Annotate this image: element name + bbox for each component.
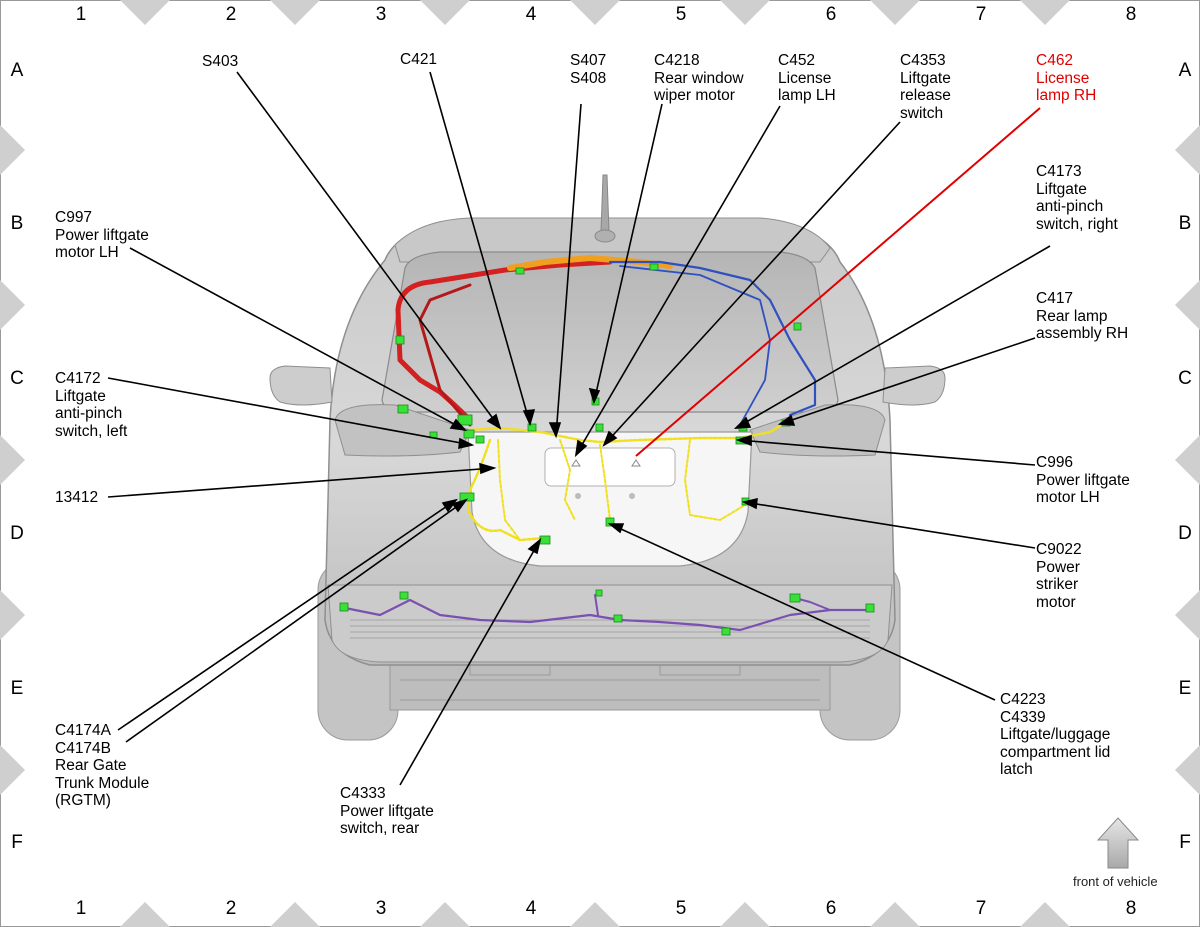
grid-col-bottom-7: 7 bbox=[975, 898, 987, 919]
grid-row-right-c: C bbox=[1178, 368, 1192, 389]
arrowhead-c4353 bbox=[602, 430, 618, 447]
grid-col-top-7: 7 bbox=[975, 4, 987, 25]
callout-c4172: C4172 Liftgate anti-pinch switch, left bbox=[55, 370, 128, 440]
callout-c9022: C9022 Power striker motor bbox=[1036, 541, 1082, 611]
leader-c421 bbox=[429, 71, 531, 425]
grid-col-top-3: 3 bbox=[375, 4, 387, 25]
grid-row-right-e: E bbox=[1178, 678, 1192, 699]
grid-col-bottom-3: 3 bbox=[375, 898, 387, 919]
leader-c462 bbox=[635, 107, 1041, 457]
grid-row-right-b: B bbox=[1178, 213, 1192, 234]
grid-col-top-8: 8 bbox=[1125, 4, 1137, 25]
arrowhead-c4174b bbox=[451, 498, 469, 513]
arrowhead-c421 bbox=[522, 409, 536, 427]
arrowhead-c4223 bbox=[607, 523, 625, 534]
leader-c4218 bbox=[593, 103, 663, 403]
callout-c996: C996 Power liftgate motor LH bbox=[1036, 454, 1130, 506]
grid-row-left-f: F bbox=[11, 832, 23, 853]
arrowhead-c996 bbox=[735, 434, 752, 447]
leader-c4174a bbox=[117, 499, 457, 731]
grid-row-left-d: D bbox=[10, 523, 24, 544]
callout-13412: 13412 bbox=[55, 489, 99, 506]
callout-c4173: C4173 Liftgate anti-pinch switch, right bbox=[1036, 163, 1118, 233]
leader-c452 bbox=[575, 105, 781, 456]
leader-c9022 bbox=[743, 501, 1036, 549]
arrowhead-13412 bbox=[479, 462, 497, 475]
grid-col-top-6: 6 bbox=[825, 4, 837, 25]
leader-lines bbox=[107, 71, 1051, 786]
arrowhead-c417 bbox=[777, 414, 796, 426]
callout-c4333: C4333 Power liftgate switch, rear bbox=[340, 785, 434, 837]
callout-c997: C997 Power liftgate motor LH bbox=[55, 209, 149, 261]
grid-col-top-1: 1 bbox=[75, 4, 87, 25]
grid-row-right-a: A bbox=[1178, 60, 1192, 81]
callout-c4218: C4218 Rear window wiper motor bbox=[654, 52, 744, 104]
callout-s407-s408: S407 S408 bbox=[570, 52, 607, 87]
callout-c4353: C4353 Liftgate release switch bbox=[900, 52, 951, 122]
callout-c4223: C4223 C4339 Liftgate/luggage compartment… bbox=[1000, 691, 1111, 778]
grid-col-bottom-2: 2 bbox=[225, 898, 237, 919]
leader-c4353 bbox=[603, 121, 901, 446]
leader-c4173 bbox=[735, 245, 1051, 429]
leader-c4174b bbox=[125, 499, 467, 743]
grid-row-left-b: B bbox=[10, 213, 24, 234]
callout-c4174: C4174A C4174B Rear Gate Trunk Module (RG… bbox=[55, 722, 150, 809]
arrowhead-c9022 bbox=[741, 497, 758, 510]
leader-s403 bbox=[236, 71, 501, 429]
leader-c4333 bbox=[399, 539, 541, 786]
panel-markers bbox=[571, 459, 641, 467]
arrowhead-c4173 bbox=[733, 416, 752, 429]
grid-row-right-f: F bbox=[1179, 832, 1191, 853]
arrowhead-s403 bbox=[486, 413, 502, 430]
callout-c452: C452 License lamp LH bbox=[778, 52, 836, 104]
leader-c996 bbox=[737, 439, 1036, 466]
grid-row-left-a: A bbox=[10, 60, 24, 81]
arrowhead-s407 bbox=[548, 422, 562, 439]
front-arrow-icon bbox=[1096, 817, 1140, 869]
leader-c4223 bbox=[609, 523, 996, 701]
grid-col-bottom-6: 6 bbox=[825, 898, 837, 919]
arrowhead-c452 bbox=[574, 439, 588, 458]
grid-col-bottom-4: 4 bbox=[525, 898, 537, 919]
leader-c4172 bbox=[107, 377, 473, 446]
grid-col-top-5: 5 bbox=[675, 4, 687, 25]
arrowhead-c4174a bbox=[441, 498, 458, 513]
grid-col-bottom-5: 5 bbox=[675, 898, 687, 919]
grid-col-top-2: 2 bbox=[225, 4, 237, 25]
grid-col-bottom-1: 1 bbox=[75, 898, 87, 919]
grid-row-left-c: C bbox=[10, 368, 24, 389]
leader-c997 bbox=[129, 247, 466, 431]
grid-col-top-4: 4 bbox=[525, 4, 537, 25]
front-of-vehicle-label: front of vehicle bbox=[1073, 874, 1158, 889]
arrowhead-c997 bbox=[449, 418, 468, 432]
arrowhead-c4333 bbox=[527, 537, 542, 555]
callout-c417: C417 Rear lamp assembly RH bbox=[1036, 290, 1129, 342]
arrowhead-c4172 bbox=[458, 437, 475, 450]
grid-row-right-d: D bbox=[1178, 523, 1192, 544]
leader-s407 bbox=[555, 103, 582, 437]
callout-c421: C421 bbox=[400, 51, 438, 68]
grid-col-bottom-8: 8 bbox=[1125, 898, 1137, 919]
leader-13412 bbox=[107, 467, 495, 498]
callout-c462: C462 License lamp RH bbox=[1036, 52, 1097, 104]
arrowhead-c4218 bbox=[588, 387, 601, 405]
leader-c417 bbox=[779, 337, 1036, 425]
callout-s403: S403 bbox=[202, 53, 239, 70]
grid-row-left-e: E bbox=[10, 678, 24, 699]
